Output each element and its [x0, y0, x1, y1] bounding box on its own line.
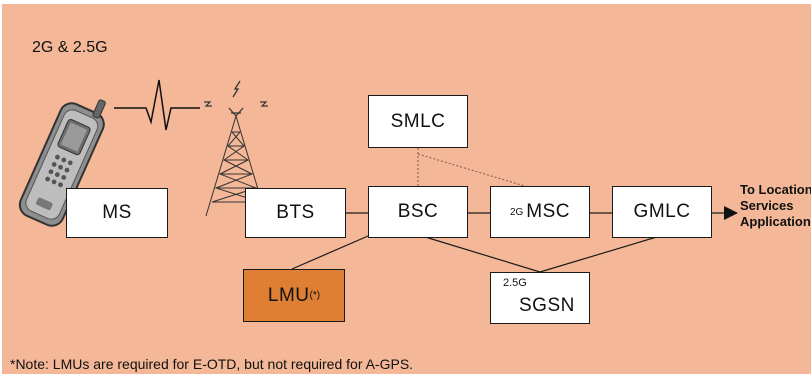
bts-box: BTS	[245, 188, 346, 238]
msc-box: 2G MSC	[490, 186, 590, 238]
diagram-lines	[18, 79, 738, 273]
gmlc-label: GMLC	[633, 201, 691, 222]
bsc-label: BSC	[397, 201, 439, 222]
sgsn-label: SGSN	[519, 295, 575, 316]
gmlc-box: GMLC	[612, 186, 712, 238]
msc-label: MSC	[526, 201, 571, 222]
ms-label: MS	[102, 202, 132, 223]
bsc-box: BSC	[368, 186, 468, 238]
ms-box: MS	[66, 188, 168, 238]
destination-line-1: To Location	[740, 182, 811, 197]
smlc-box: SMLC	[368, 95, 468, 148]
destination-line-2: Services	[740, 198, 794, 213]
sgsn-box: 2.5G SGSN	[490, 272, 590, 324]
diagram-header: 2G & 2.5G	[32, 39, 108, 56]
lmu-box: LMU (*)	[243, 269, 345, 322]
sgsn-prefix: 2.5G	[503, 277, 527, 289]
bts-label: BTS	[276, 202, 315, 223]
arrow-right-icon	[724, 206, 738, 220]
smlc-label: SMLC	[390, 110, 446, 132]
mobile-phone-icon	[18, 99, 106, 227]
footnote: *Note: LMUs are required for E-OTD, but …	[10, 356, 414, 372]
lmu-footnote-mark: (*)	[309, 290, 321, 301]
destination-label: To Location Services Application	[740, 182, 811, 230]
destination-line-3: Application	[740, 214, 811, 229]
network-diagram: 2G & 2.5G MS BTS SMLC BSC 2G MSC GMLC LM…	[2, 4, 811, 374]
lmu-label: LMU	[267, 284, 310, 306]
msc-prefix: 2G	[509, 206, 524, 218]
radio-wave-icon	[114, 79, 200, 131]
